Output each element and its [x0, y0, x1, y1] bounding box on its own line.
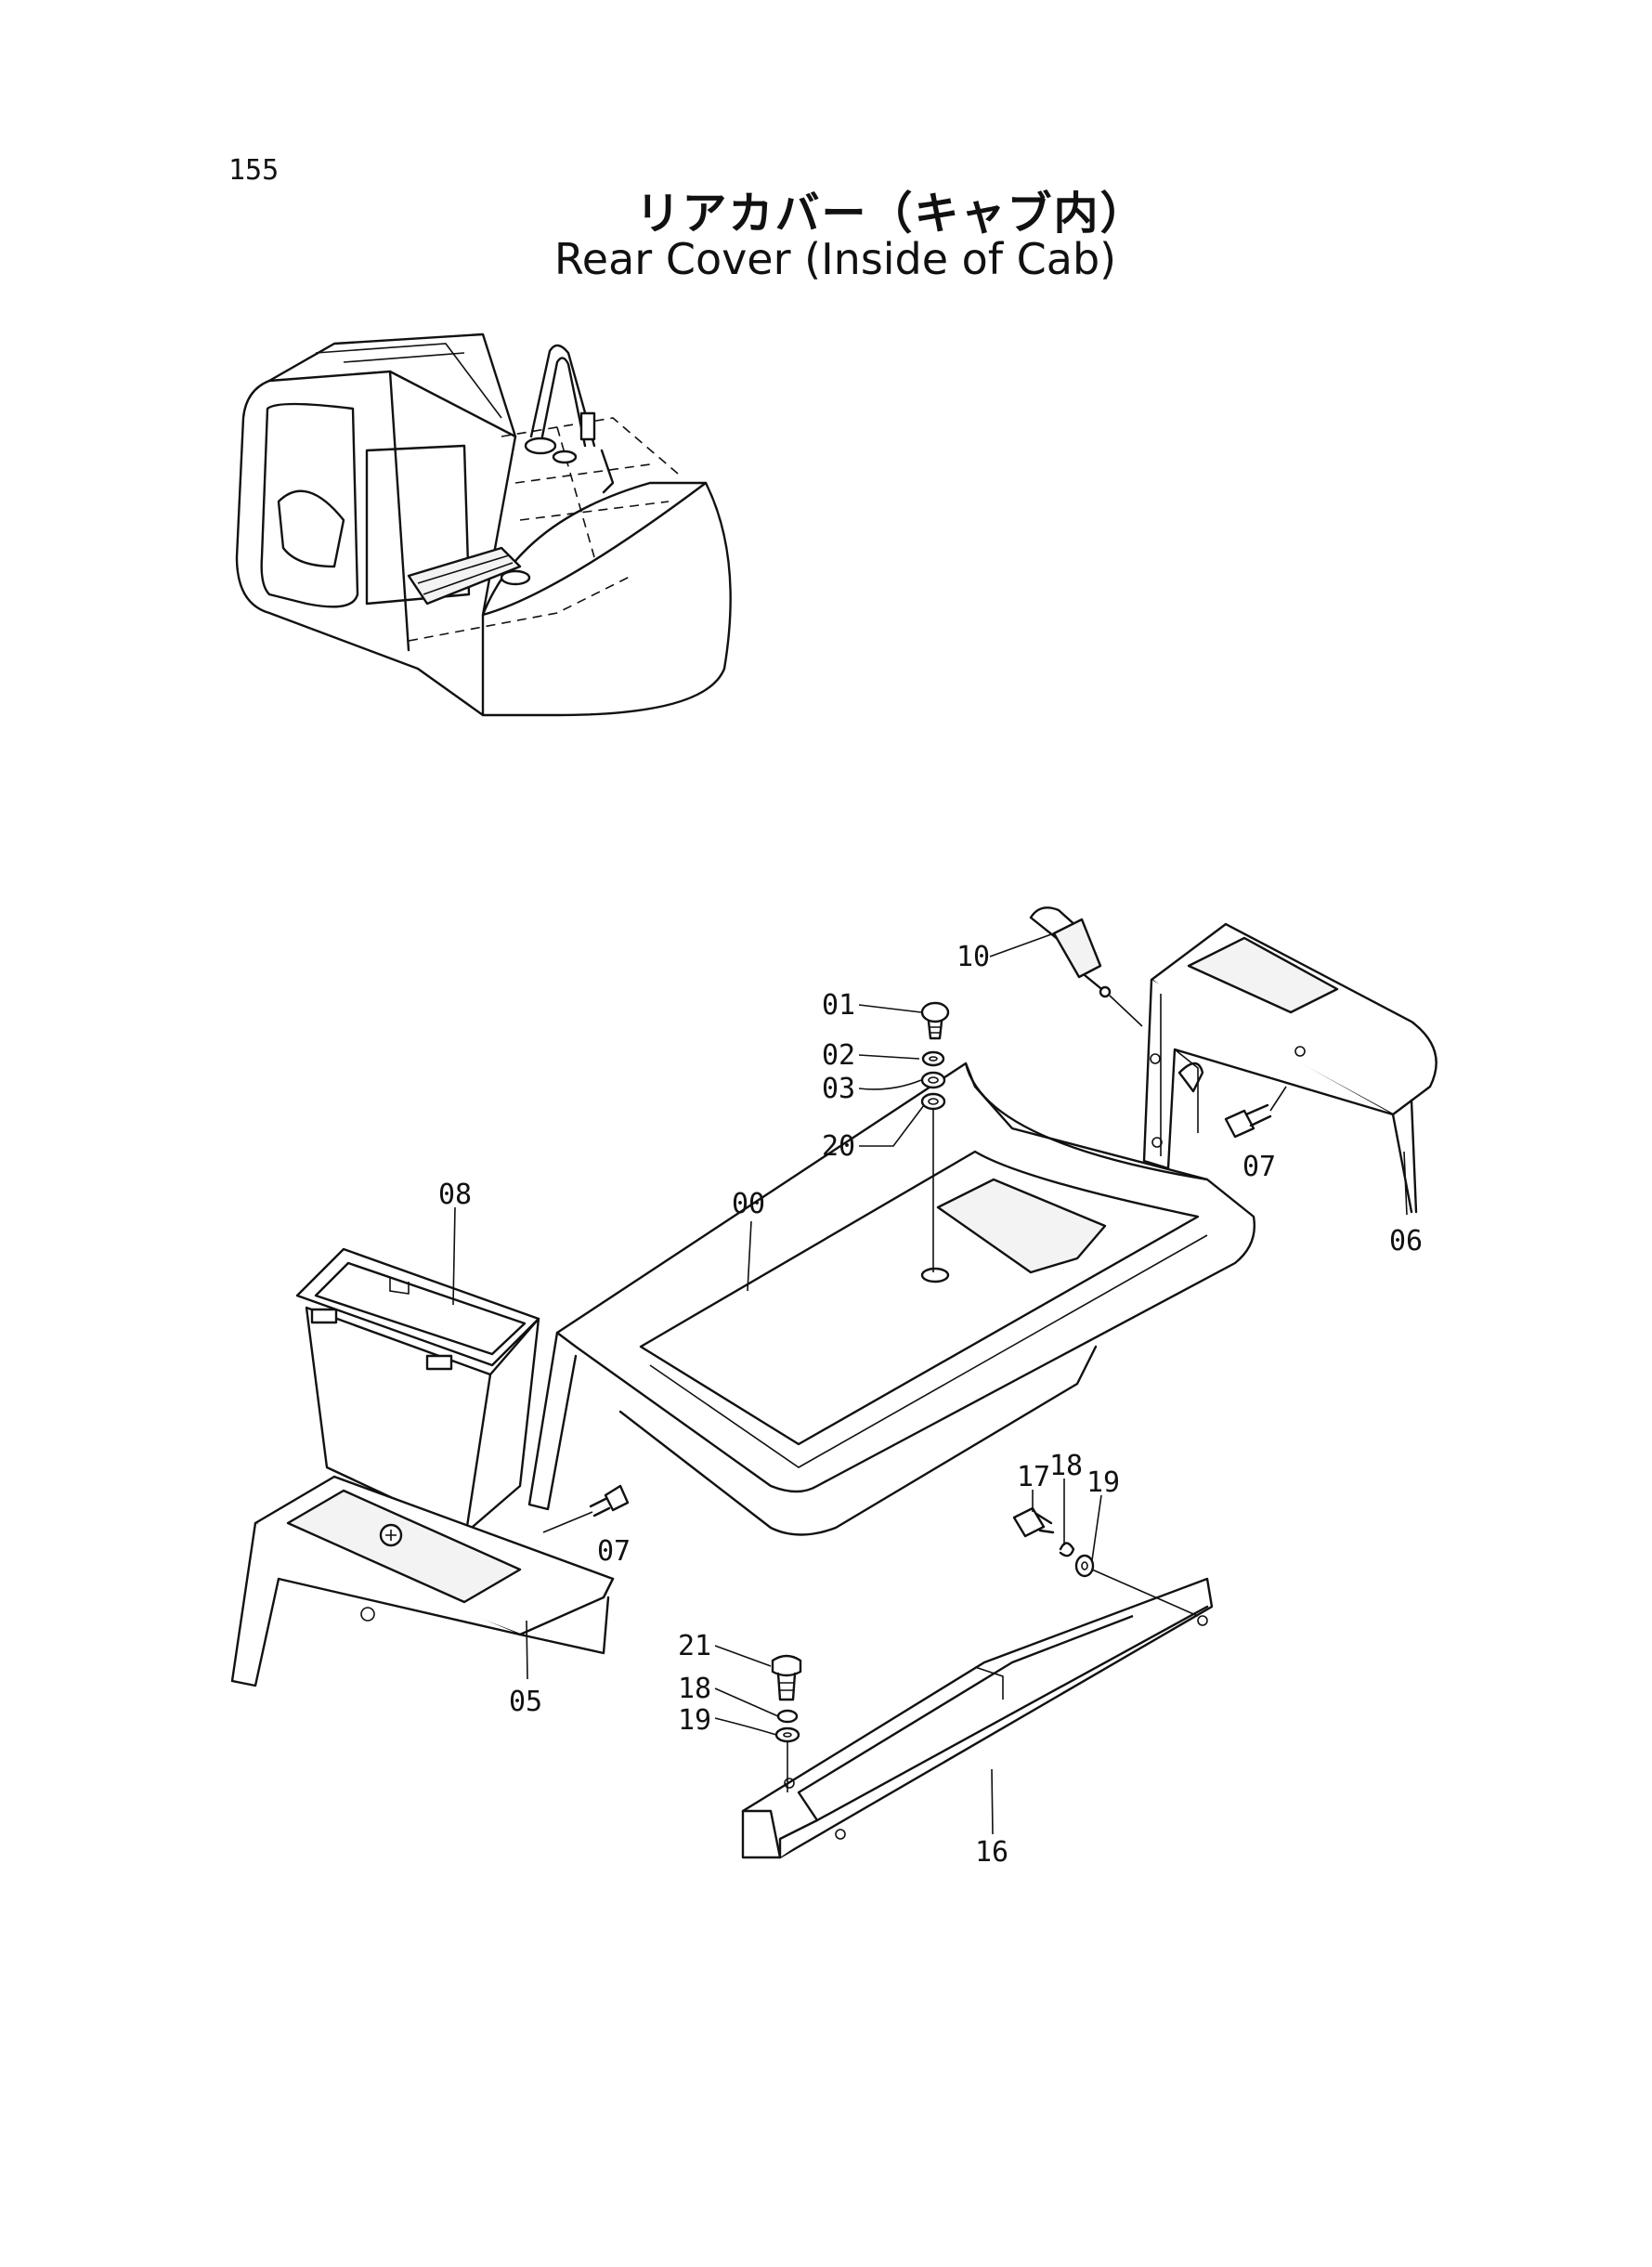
callout-19-lower: 19 [678, 1704, 711, 1737]
part-06-right-cover [1142, 922, 1437, 1214]
callout-18-upper: 18 [1049, 1450, 1083, 1482]
page-number: 155 [228, 154, 280, 187]
callout-00: 00 [732, 1188, 765, 1220]
callout-08: 08 [438, 1179, 472, 1211]
callout-20: 20 [822, 1130, 855, 1163]
callout-02: 02 [822, 1039, 855, 1072]
overview-excavator-drawing [235, 332, 732, 717]
part-16-lower-plate [741, 1577, 1214, 1859]
part-10-lighter [1029, 906, 1143, 1027]
callout-03: 03 [822, 1073, 855, 1105]
callout-19-upper: 19 [1086, 1466, 1120, 1499]
title-english: Rear Cover (Inside of Cab) [553, 234, 1117, 284]
callout-07-left: 07 [597, 1535, 631, 1568]
callouts: 01 02 03 20 10 07 06 08 00 07 05 17 18 1… [438, 941, 1423, 1869]
part-05-left-cover [230, 1475, 615, 1687]
callout-17: 17 [1017, 1461, 1050, 1493]
callout-21: 21 [678, 1630, 711, 1662]
fasteners [542, 1001, 1287, 1792]
part-00-rear-cover-tray [527, 1062, 1255, 1536]
callout-16: 16 [975, 1836, 1008, 1869]
leader-lines [452, 932, 1408, 1835]
callout-06: 06 [1389, 1225, 1423, 1257]
callout-05: 05 [509, 1686, 542, 1718]
callout-01: 01 [822, 989, 855, 1022]
callout-10: 10 [956, 941, 990, 973]
title-japanese: リアカバー（キャブ内） [635, 188, 1147, 240]
callout-18-lower: 18 [678, 1673, 711, 1705]
callout-07-right: 07 [1242, 1151, 1276, 1183]
